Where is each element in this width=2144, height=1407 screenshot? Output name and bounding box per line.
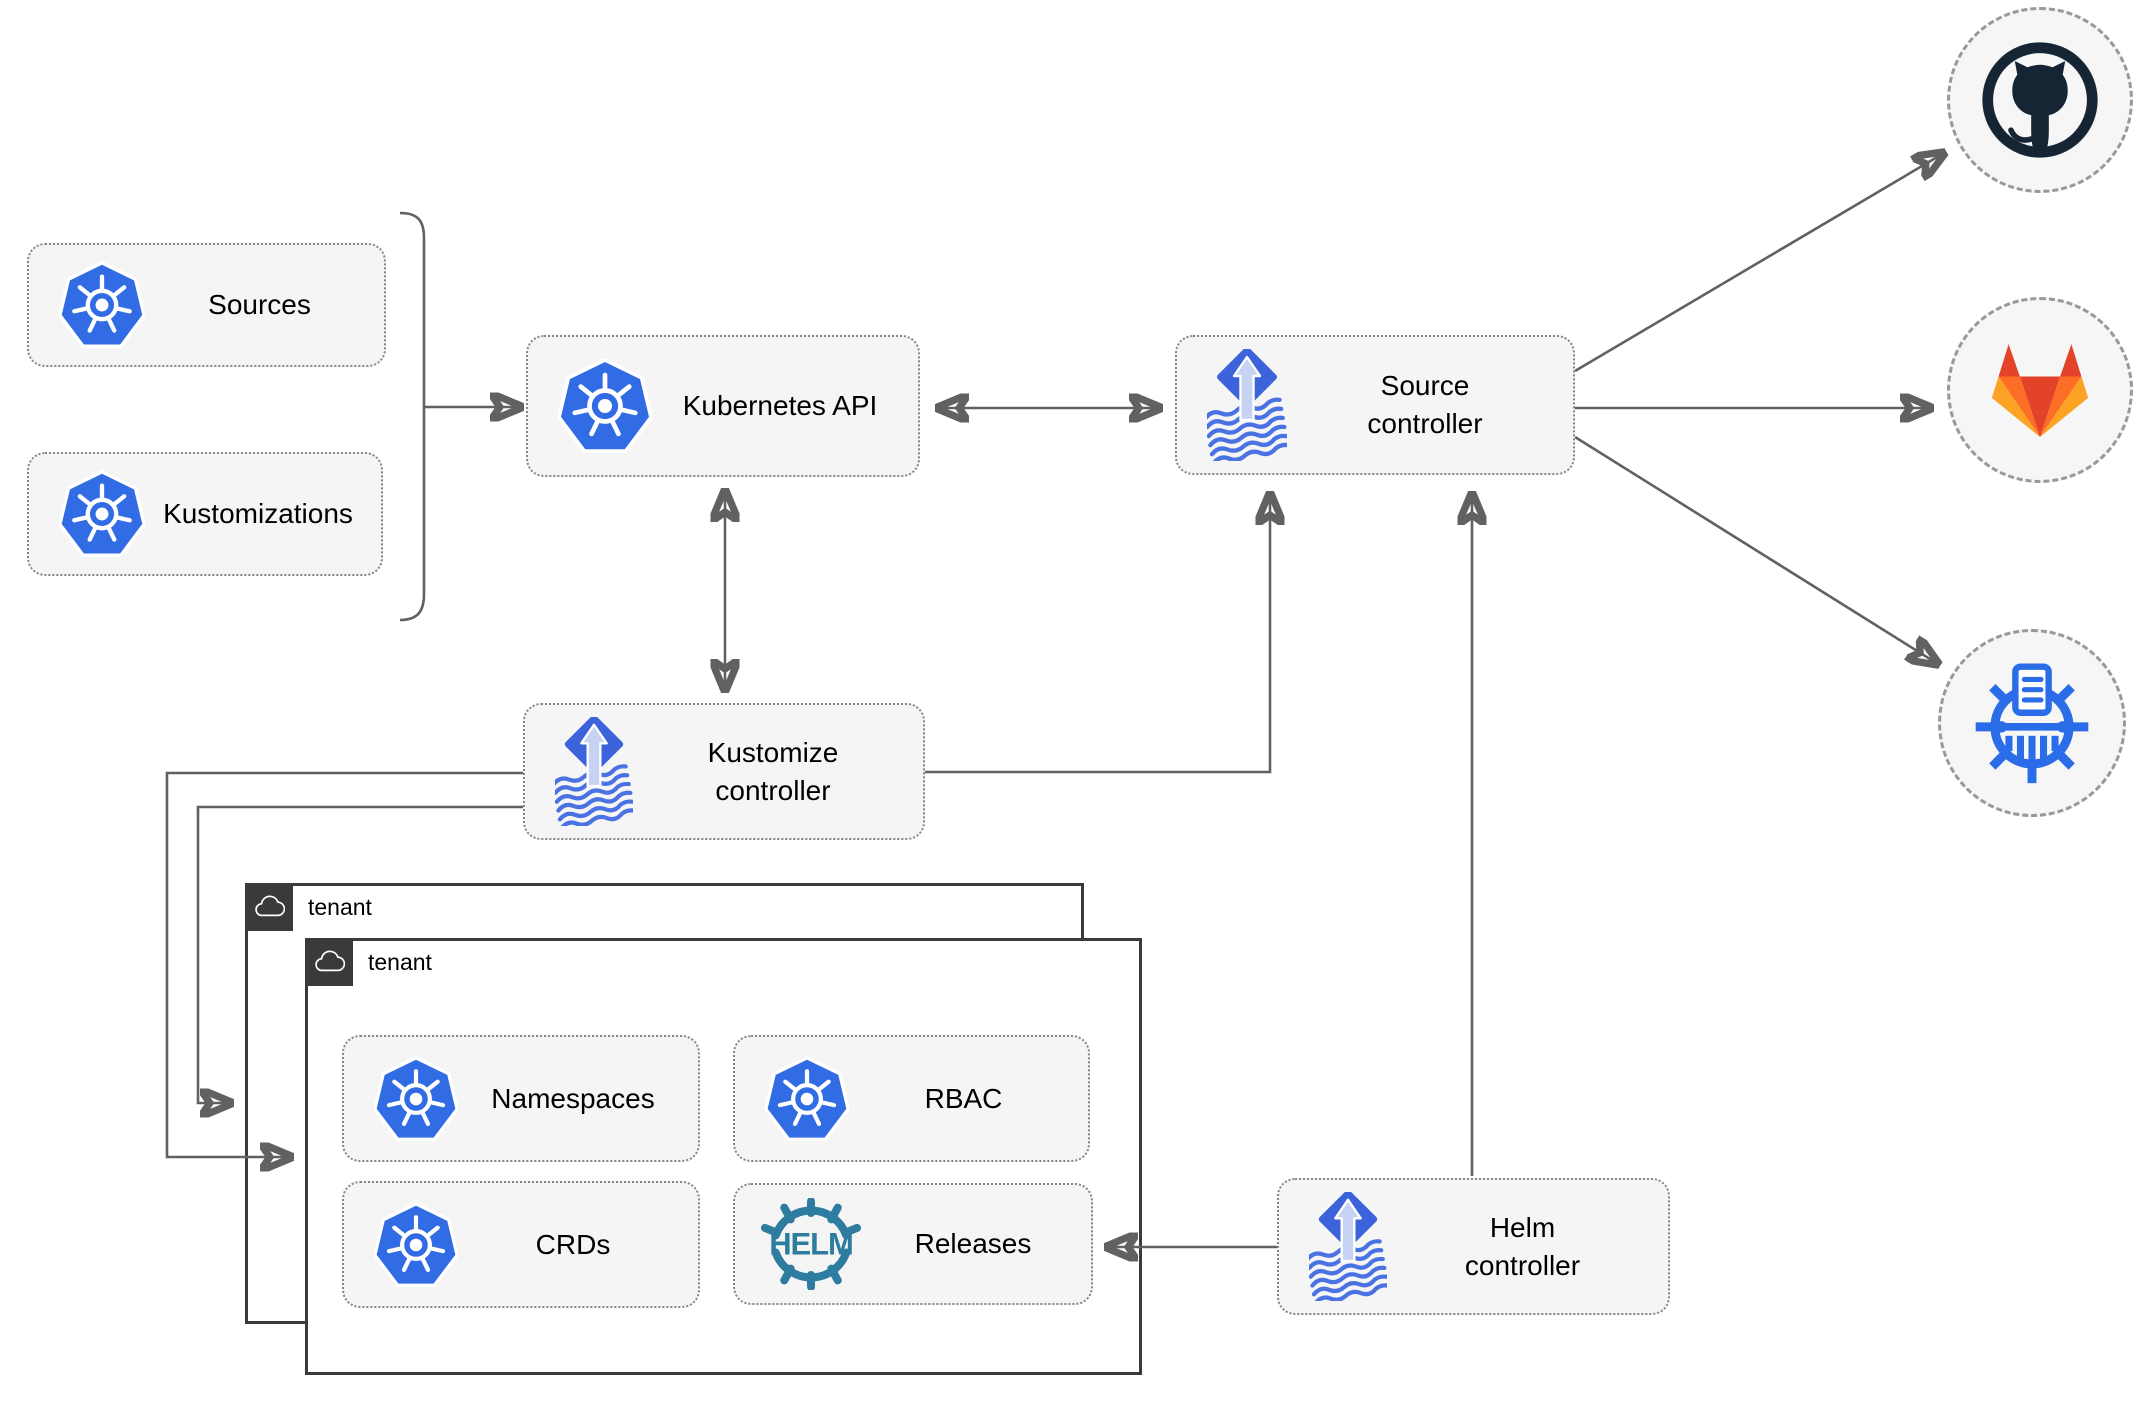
node-label-line2: controller	[1464, 1249, 1581, 1281]
flux-icon	[1207, 349, 1287, 461]
flux-icon	[1309, 1192, 1387, 1301]
node-label: Helm controller	[1387, 1209, 1668, 1285]
edge-kustomize-to-tenant-back	[196, 805, 523, 1103]
node-kubernetes-api: Kubernetes API	[526, 335, 920, 477]
edge-source-controller-to-registry	[1574, 435, 1938, 664]
github-icon	[1977, 37, 2103, 163]
helm-icon	[757, 1198, 865, 1290]
node-releases: Releases	[733, 1183, 1093, 1305]
flux-icon	[555, 717, 633, 826]
node-label: Kustomizations	[163, 498, 353, 529]
node-label-line1: Helm	[1489, 1211, 1556, 1243]
node-crds: CRDs	[342, 1181, 700, 1308]
edge-kustomize-to-source-controller	[925, 494, 1270, 774]
node-label-line1: Source	[1380, 370, 1470, 401]
node-helm-controller: Helm controller	[1277, 1178, 1670, 1315]
node-label: Releases	[914, 1228, 1032, 1259]
node-kustomize-controller: Kustomize controller	[523, 703, 925, 840]
node-label: Sources	[208, 289, 311, 320]
remote-gitlab-circle	[1947, 297, 2133, 483]
node-sources: Sources	[27, 243, 386, 367]
tenant-header	[245, 883, 293, 931]
remote-registry-circle	[1938, 629, 2126, 817]
kubernetes-icon	[374, 1055, 458, 1143]
node-source-controller: Source controller	[1175, 335, 1575, 475]
node-rbac: RBAC	[733, 1035, 1090, 1162]
kubernetes-icon	[59, 469, 145, 559]
node-label-line2: controller	[1367, 408, 1483, 439]
edge-kustomize-to-tenant-front	[165, 771, 523, 1157]
node-label: CRDs	[535, 1228, 611, 1260]
kubernetes-icon	[558, 357, 652, 455]
node-label-line2: controller	[715, 774, 831, 806]
node-label: Kubernetes API	[682, 390, 878, 421]
kubernetes-icon	[765, 1055, 849, 1143]
node-label: Source controller	[1287, 367, 1573, 443]
node-label: Kustomize controller	[633, 734, 923, 810]
tenant-label: tenant	[368, 949, 432, 975]
node-label-line1: Kustomize	[707, 736, 839, 768]
gitlab-icon	[1984, 334, 2096, 446]
remote-github-circle	[1947, 7, 2133, 193]
tenant-header	[305, 938, 353, 986]
bracket-sources-group	[399, 211, 426, 622]
kubernetes-icon	[59, 260, 145, 350]
registry-icon	[1968, 659, 2096, 787]
kubernetes-icon	[374, 1201, 458, 1289]
tenant-label: tenant	[308, 894, 372, 920]
node-kustomizations: Kustomizations	[27, 452, 383, 576]
node-label: RBAC	[924, 1082, 1003, 1114]
edge-source-controller-to-github	[1574, 153, 1944, 373]
node-namespaces: Namespaces	[342, 1035, 700, 1162]
node-label: Namespaces	[491, 1082, 655, 1114]
